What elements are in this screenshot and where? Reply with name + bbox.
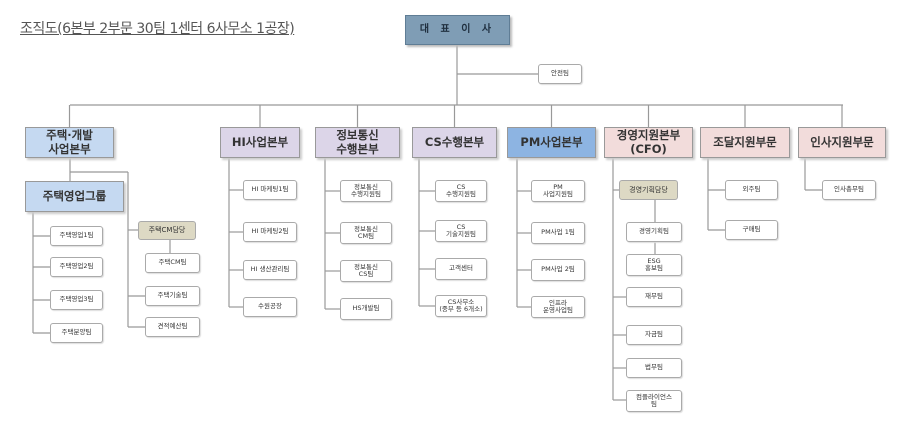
division-box: HI사업본부: [220, 127, 300, 158]
team-box: ESG 홍보팀: [626, 254, 682, 276]
division-box: 인사지원부문: [798, 127, 886, 158]
team-box: CS사무소 (중부 등 6개소): [435, 295, 487, 317]
group-box-label: 주택영업그룹: [42, 188, 107, 203]
team-box-label: 수원공장: [258, 302, 282, 311]
team-box: 견적예산팀: [145, 317, 200, 337]
division-box-label: 주택·개발 사업본부: [46, 128, 93, 156]
division-box-label: HI사업본부: [231, 134, 289, 149]
team-box: 주택영업2팀: [50, 257, 103, 277]
team-box: 구매팀: [725, 220, 778, 240]
division-box: 주택·개발 사업본부: [25, 127, 114, 158]
team-box: 정보통신 CM팀: [340, 222, 392, 244]
safety-team-box: 안전팀: [538, 64, 582, 84]
team-box-label: 주택기술팀: [157, 291, 188, 300]
team-box: 주택영업1팀: [50, 226, 103, 246]
team-box-label: CS사무소 (중부 등 6개소): [439, 297, 483, 313]
team-box: 법무팀: [626, 358, 682, 378]
division-box-label: CS수행본부: [424, 134, 485, 149]
team-box-label: 견적예산팀: [157, 322, 188, 331]
team-box: HS개발팀: [340, 298, 392, 320]
team-box: PM사업 1팀: [531, 222, 585, 244]
team-box: HI 생산관리팀: [243, 260, 297, 280]
division-box-label: 정보통신 수행본부: [336, 128, 379, 156]
sub-head-box: 주택CM담당: [138, 221, 196, 240]
team-box: 자금팀: [626, 325, 682, 345]
team-box-label: 구매팀: [742, 225, 761, 234]
group-box: 주택영업그룹: [25, 181, 124, 212]
team-box-label: PM사업 1팀: [541, 228, 575, 237]
division-box: PM사업본부: [507, 127, 596, 158]
team-box-label: PM사업 2팀: [541, 265, 575, 274]
team-box: PM 사업지원팀: [531, 180, 585, 202]
team-box: 외주팀: [725, 180, 778, 200]
team-box-label: 법무팀: [645, 363, 663, 372]
team-box: CS 수행지원팀: [435, 180, 487, 202]
team-box-label: CS 기술지원팀: [446, 222, 476, 238]
team-box: 수원공장: [243, 297, 297, 317]
team-box-label: PM 사업지원팀: [543, 182, 573, 198]
team-box-label: 인사총무팀: [834, 185, 864, 194]
team-box-label: 고객센터: [449, 264, 473, 273]
division-box: CS수행본부: [412, 127, 497, 158]
team-box-label: 재무팀: [645, 292, 663, 301]
division-box: 조달지원부문: [700, 127, 790, 158]
ceo-box: 대 표 이 사: [405, 15, 510, 45]
division-box-label: 인사지원부문: [810, 134, 874, 149]
team-box-label: ESG 홍보팀: [645, 256, 663, 272]
sub-head-box-label: 경영기획담당: [629, 185, 668, 194]
team-box-label: 외주팀: [742, 185, 761, 194]
team-box: CS 기술지원팀: [435, 220, 487, 242]
team-box-label: 경영기획팀: [639, 227, 669, 236]
team-box: 주택영업3팀: [50, 290, 103, 310]
team-box-label: 주택영업3팀: [59, 295, 94, 304]
team-box: 주택분양팀: [50, 323, 103, 343]
team-box-label: 정보통신 수행지원팀: [351, 182, 381, 198]
team-box-label: HS개발팀: [352, 304, 380, 313]
team-box-label: 주택분양팀: [61, 328, 92, 337]
team-box: 주택CM팀: [145, 253, 200, 273]
team-box: 경영기획팀: [626, 222, 682, 242]
division-box-label: 조달지원부문: [713, 134, 777, 149]
team-box-label: 컴플라이언스 팀: [636, 392, 672, 408]
team-box: 인사총무팀: [822, 180, 876, 200]
sub-head-box: 경영기획담당: [619, 180, 678, 200]
team-box-label: HI 마케팅2팀: [251, 227, 289, 236]
team-box-label: 정보통신 CS팀: [354, 262, 378, 278]
division-box-label: PM사업본부: [520, 134, 583, 149]
team-box: HI 마케팅2팀: [243, 222, 297, 242]
team-box: 주택기술팀: [145, 286, 200, 306]
team-box-label: CS 수행지원팀: [446, 182, 476, 198]
division-box: 경영지원본부 (CFO): [604, 127, 693, 158]
team-box-label: 정보통신 CM팀: [354, 224, 378, 240]
team-box: 정보통신 CS팀: [340, 260, 392, 282]
team-box: 고객센터: [435, 258, 487, 280]
division-box: 정보통신 수행본부: [315, 127, 400, 158]
team-box: 컴플라이언스 팀: [626, 390, 682, 412]
team-box: PM사업 2팀: [531, 259, 585, 281]
sub-head-box-label: 주택CM담당: [148, 226, 186, 235]
team-box-label: 인프라 운영사업팀: [543, 298, 573, 314]
team-box-label: HI 마케팅1팀: [251, 185, 289, 194]
team-box: HI 마케팅1팀: [243, 180, 297, 200]
team-box: 인프라 운영사업팀: [531, 296, 585, 318]
team-box: 재무팀: [626, 287, 682, 307]
team-box: 정보통신 수행지원팀: [340, 180, 392, 202]
team-box-label: 자금팀: [645, 330, 663, 339]
team-box-label: 주택영업1팀: [59, 231, 94, 240]
team-box-label: HI 생산관리팀: [250, 265, 290, 274]
team-box-label: 주택CM팀: [158, 258, 187, 267]
chart-title: 조직도(6본부 2부문 30팀 1센터 6사무소 1공장): [20, 21, 295, 37]
division-box-label: 경영지원본부 (CFO): [616, 128, 681, 156]
team-box-label: 주택영업2팀: [59, 262, 94, 271]
